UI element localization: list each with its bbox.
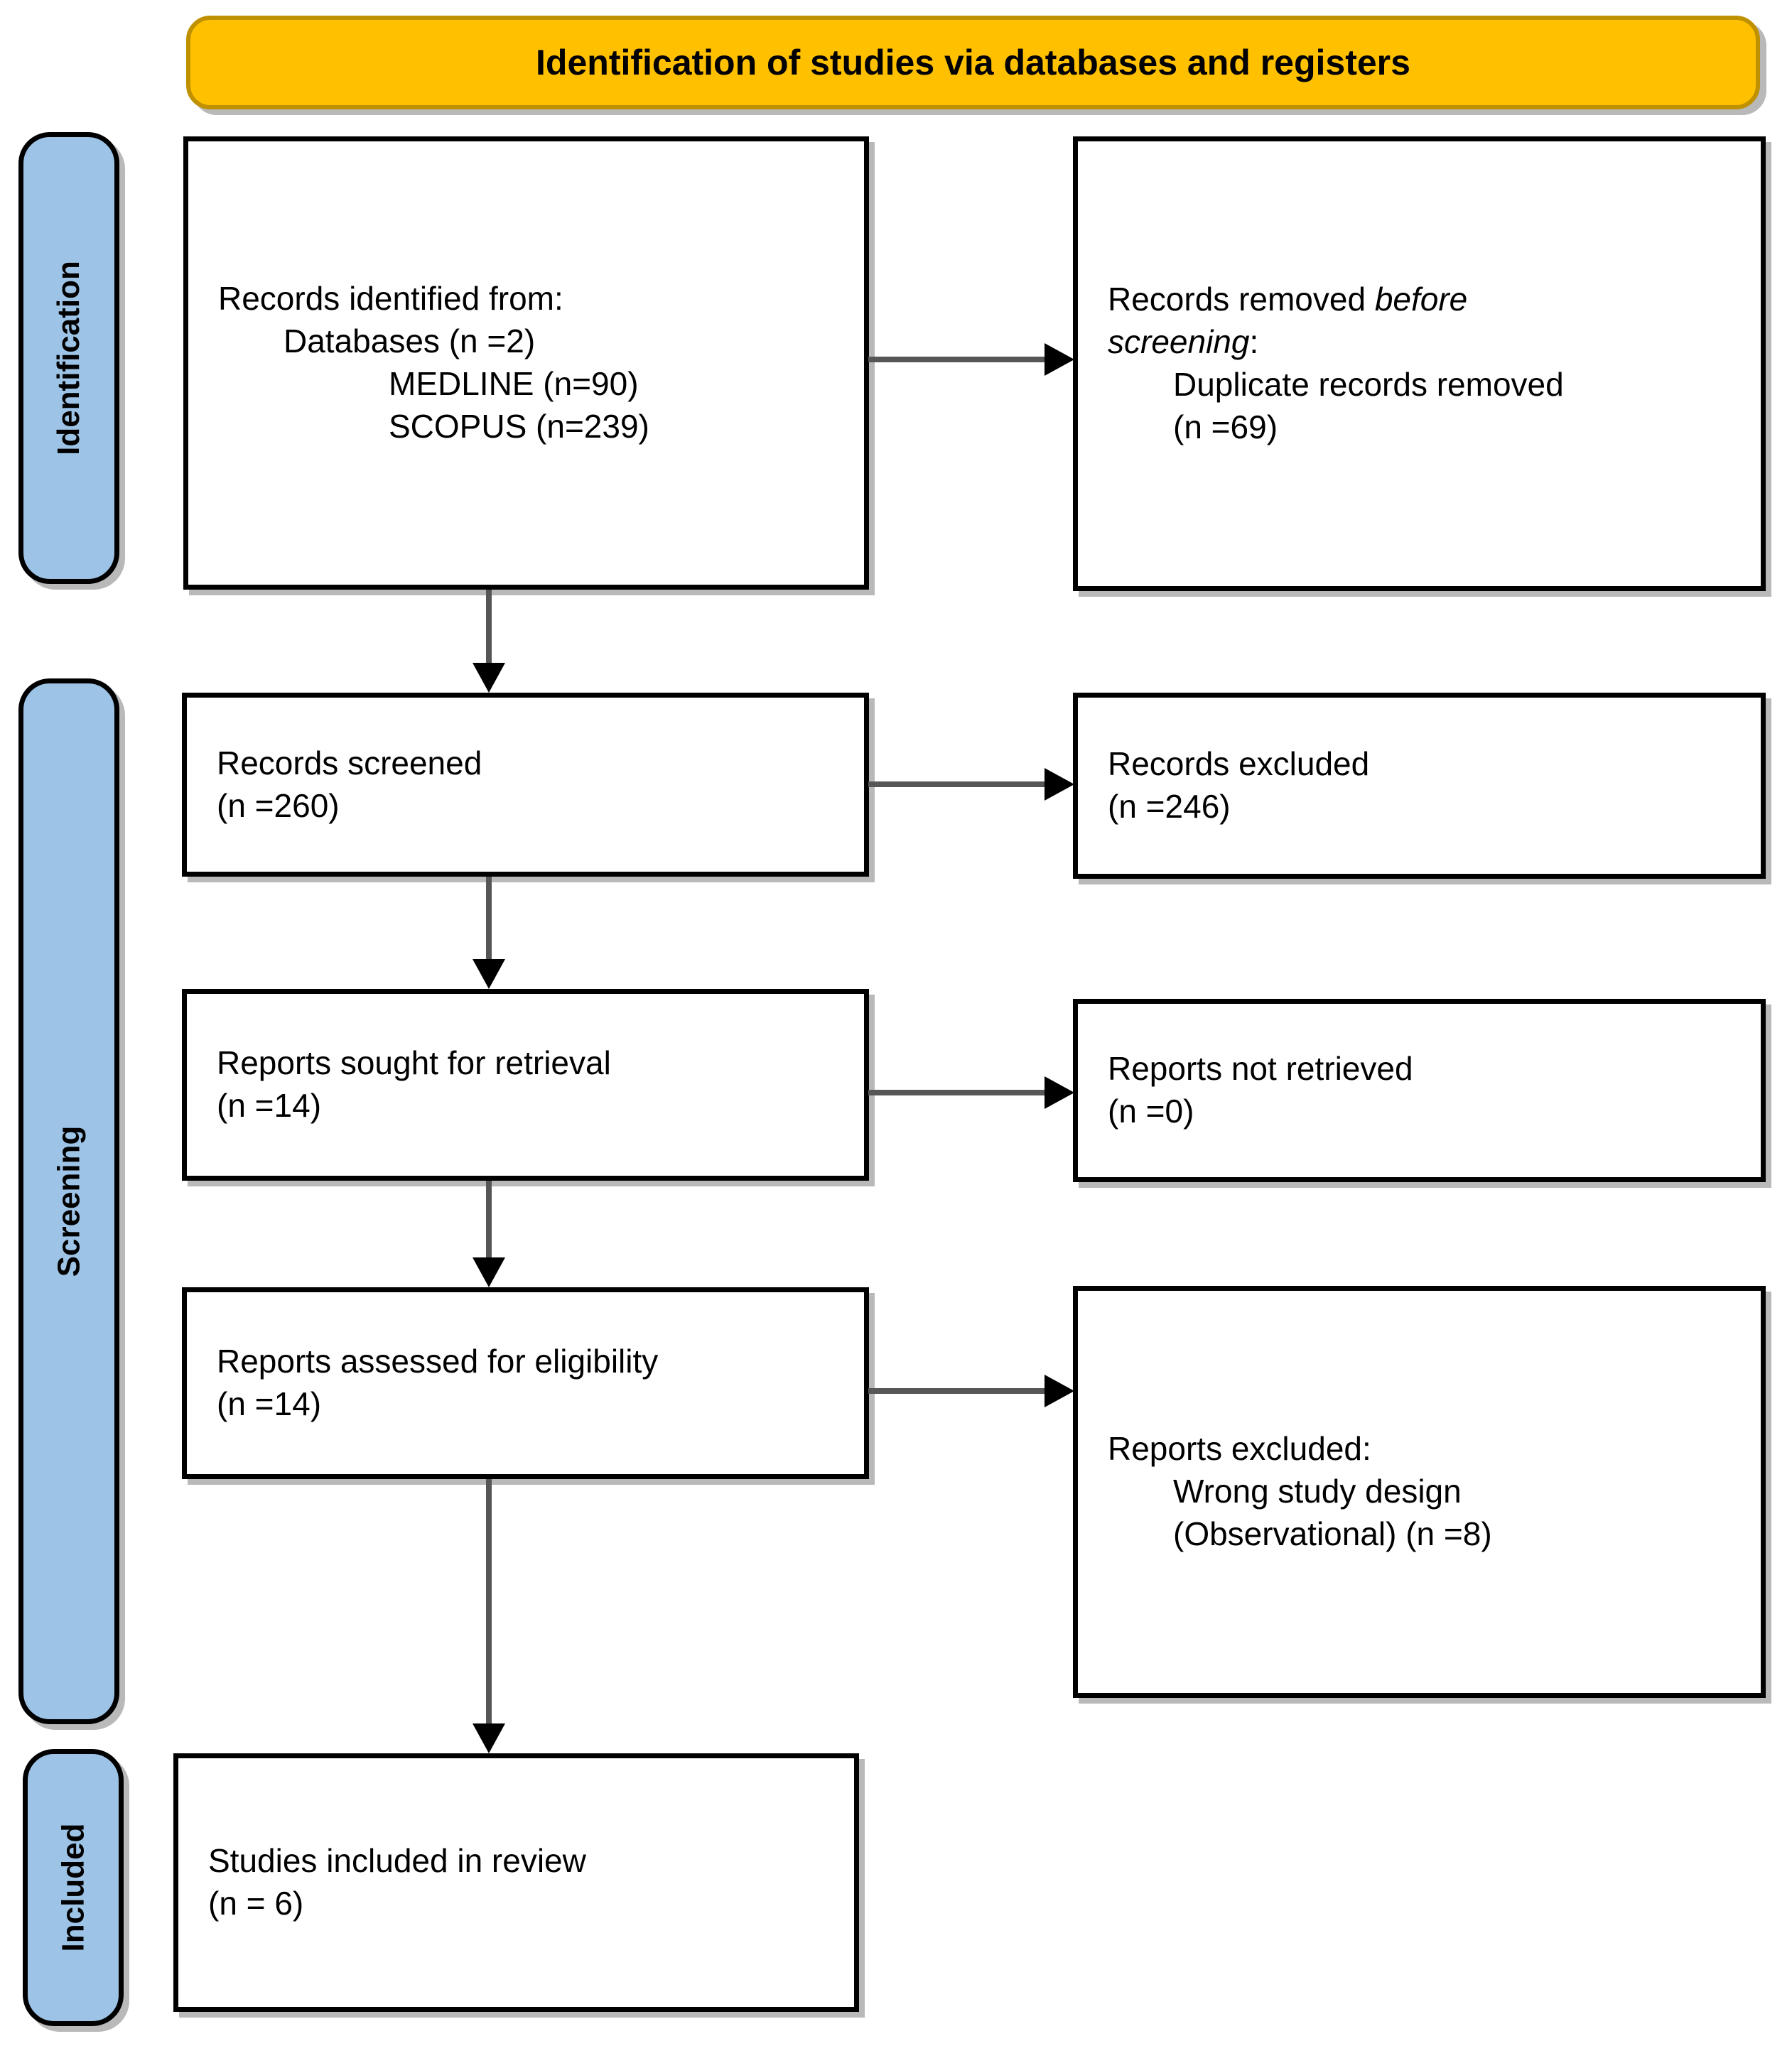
box-line: Records identified from: — [218, 280, 563, 318]
arrow-identified-to-screened-icon — [473, 590, 505, 693]
stage-included: Included — [23, 1749, 124, 2026]
box-line: Records excluded — [1108, 745, 1370, 783]
stage-screening-label: Screening — [51, 1125, 86, 1277]
arrow-screened-to-sought-icon — [473, 877, 505, 989]
box-line: Wrong study design — [1173, 1473, 1462, 1510]
box-records-excluded: Records excluded (n =246) — [1073, 693, 1766, 879]
box-line: (n =69) — [1173, 408, 1278, 445]
box-reports-sought: Reports sought for retrieval (n =14) — [182, 989, 869, 1181]
box-line: (n =246) — [1108, 788, 1231, 825]
box-line: (n = 6) — [208, 1885, 304, 1922]
arrow-assessed-to-included-icon — [473, 1479, 505, 1753]
stage-screening: Screening — [18, 678, 119, 1724]
box-reports-assessed: Reports assessed for eligibility (n =14) — [182, 1287, 869, 1479]
header-title: Identification of studies via databases … — [536, 43, 1410, 82]
box-studies-included: Studies included in review (n = 6) — [173, 1753, 859, 2012]
stage-identification: Identification — [18, 132, 119, 584]
box-line: Studies included in review — [208, 1842, 586, 1880]
box-line: (n =14) — [217, 1087, 322, 1124]
arrow-sought-to-not-retrieved-icon — [868, 1076, 1074, 1109]
box-records-identified: Records identified from: Databases (n =2… — [183, 136, 869, 590]
arrow-identified-to-removed-icon — [868, 343, 1074, 376]
header-banner: Identification of studies via databases … — [186, 16, 1760, 109]
stage-included-label: Included — [55, 1823, 90, 1952]
box-line: Records screened — [217, 744, 482, 781]
arrow-screened-to-excluded-icon — [868, 768, 1074, 801]
box-line: Reports excluded: — [1108, 1430, 1371, 1468]
box-line: (Observational) (n =8) — [1173, 1515, 1492, 1552]
arrow-sought-to-assessed-icon — [473, 1181, 505, 1287]
box-line: Reports assessed for eligibility — [217, 1343, 659, 1380]
box-line: Reports not retrieved — [1108, 1050, 1413, 1088]
box-records-removed: Records removed before screening: Duplic… — [1073, 136, 1766, 591]
box-line: Reports sought for retrieval — [217, 1044, 611, 1082]
box-reports-not-retrieved: Reports not retrieved (n =0) — [1073, 999, 1766, 1182]
stage-identification-label: Identification — [51, 261, 86, 455]
box-reports-excluded: Reports excluded: Wrong study design (Ob… — [1073, 1286, 1766, 1698]
arrow-assessed-to-excluded-icon — [868, 1375, 1074, 1407]
box-line: (n =0) — [1108, 1093, 1194, 1130]
box-records-screened: Records screened (n =260) — [182, 693, 869, 877]
box-line: Databases (n =2) — [284, 323, 536, 360]
box-line: screening: — [1108, 323, 1259, 361]
box-line: (n =14) — [217, 1385, 322, 1422]
box-line: Duplicate records removed — [1173, 366, 1564, 403]
box-line: Records removed before — [1108, 281, 1468, 318]
box-line: MEDLINE (n=90) — [389, 365, 639, 402]
box-line: (n =260) — [217, 786, 340, 824]
box-line: SCOPUS (n=239) — [389, 407, 649, 445]
